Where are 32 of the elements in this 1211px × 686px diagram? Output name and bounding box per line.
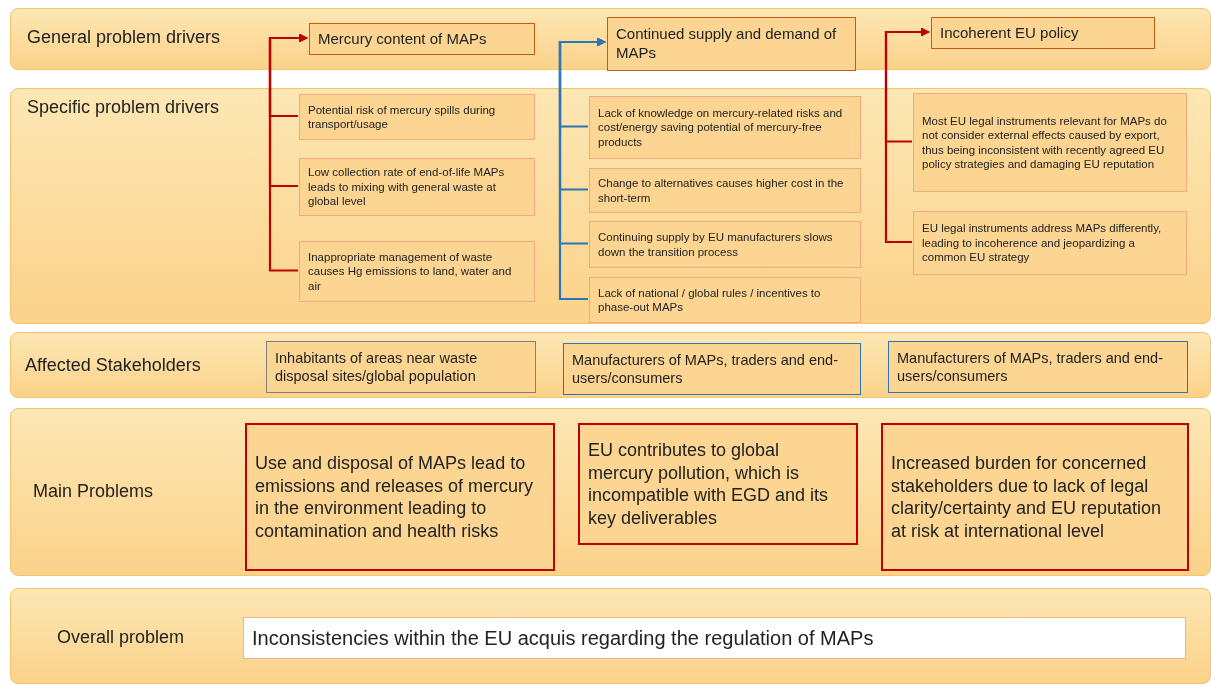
problem-box: Use and disposal of MAPs lead to emissions and releases of mercury in the environment leading to contamination and health risks [245, 423, 555, 571]
row-heading: Main Problems [33, 481, 154, 502]
problem-box: Mercury content of MAPs [309, 23, 535, 55]
row-heading: Specific problem drivers [27, 97, 220, 118]
problem-box: Inconsistencies within the EU acquis regarding the regulation of MAPs [243, 617, 1186, 659]
row-heading: Overall problem [57, 627, 185, 648]
problem-box: Manufacturers of MAPs, traders and end-users/consumers [888, 341, 1188, 393]
problem-box: EU contributes to global mercury pollution, which is incompatible with EGD and its key deliverables [578, 423, 858, 545]
problem-box: Manufacturers of MAPs, traders and end-users/consumers [563, 343, 861, 395]
connector-arrow [884, 27, 930, 244]
connector-arrow [268, 33, 308, 272]
row-heading: Affected Stakeholders [25, 355, 201, 376]
problem-box: Inappropriate management of waste causes Hg emissions to land, water and air [299, 241, 535, 302]
row-band [10, 588, 1211, 684]
problem-box: Lack of knowledge on mercury-related risks and cost/energy saving potential of mercury-free products [589, 96, 861, 159]
row-band [10, 88, 1211, 324]
problem-box: Inhabitants of areas near waste disposal sites/global population [266, 341, 536, 393]
problem-box: Increased burden for concerned stakeholders due to lack of legal clarity/certainty and EU reputation at risk at international level [881, 423, 1189, 571]
problem-box: Low collection rate of end-of-life MAPs leads to mixing with general waste at global level [299, 158, 535, 216]
problem-box: Incoherent EU policy [931, 17, 1155, 49]
connector-arrow [558, 37, 606, 301]
row-band [10, 408, 1211, 576]
row-band [10, 8, 1211, 70]
problem-box: Continuing supply by EU manufacturers slows down the transition process [589, 221, 861, 268]
row-band [10, 332, 1211, 398]
problem-box: Potential risk of mercury spills during transport/usage [299, 94, 535, 140]
problem-box: Lack of national / global rules / incentives to phase-out MAPs [589, 277, 861, 323]
problem-box: EU legal instruments address MAPs differently, leading to incoherence and jeopardizing a common EU strategy [913, 211, 1187, 275]
problem-box: Continued supply and demand of MAPs [607, 17, 856, 71]
problem-box: Change to alternatives causes higher cost in the short-term [589, 168, 861, 213]
row-heading: General problem drivers [27, 27, 221, 48]
problem-box: Most EU legal instruments relevant for MAPs do not consider external effects caused by export, thus being inconsistent with recently agreed EU policy strategies and damaging EU reputation [913, 93, 1187, 192]
